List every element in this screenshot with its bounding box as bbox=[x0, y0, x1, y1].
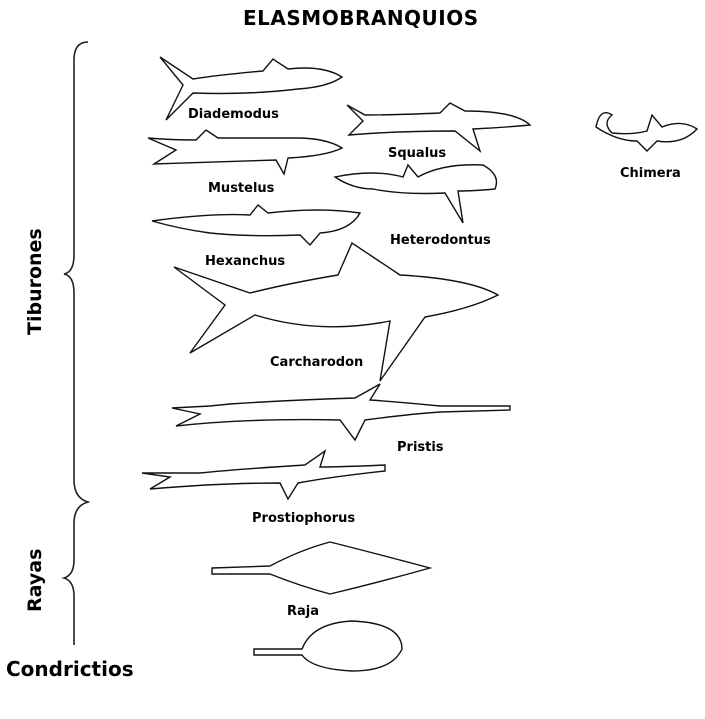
hexanchus-illustration bbox=[151, 204, 362, 247]
heterodontus-illustration bbox=[333, 163, 498, 224]
carcharodon-illustration bbox=[173, 241, 500, 382]
label-mustelus: Mustelus bbox=[208, 181, 275, 196]
mustelus-illustration bbox=[147, 129, 344, 176]
class-label-condrictios: Condrictios bbox=[6, 657, 134, 681]
diademodus-illustration bbox=[159, 56, 344, 121]
group-label-rayas: Rayas bbox=[24, 548, 46, 612]
label-squalus: Squalus bbox=[388, 146, 447, 161]
label-prostiophorus: Prostiophorus bbox=[252, 511, 356, 526]
label-diademodus: Diademodus bbox=[188, 107, 279, 122]
raja-illustration bbox=[211, 541, 433, 595]
label-chimera: Chimera bbox=[620, 166, 681, 181]
chimera-illustration bbox=[595, 112, 699, 152]
group-label-tiburones: Tiburones bbox=[24, 228, 46, 335]
prostiophorus-illustration bbox=[141, 449, 386, 501]
label-carcharodon: Carcharodon bbox=[270, 355, 364, 370]
diagram-title: ELASMOBRANQUIOS bbox=[243, 6, 479, 30]
torpedo-ray-illustration bbox=[253, 620, 403, 672]
group-brackets bbox=[61, 41, 90, 645]
squalus-illustration bbox=[346, 102, 532, 153]
label-raja: Raja bbox=[287, 604, 320, 619]
label-hexanchus: Hexanchus bbox=[205, 254, 286, 269]
label-pristis: Pristis bbox=[397, 440, 444, 455]
label-heterodontus: Heterodontus bbox=[390, 233, 491, 248]
pristis-illustration bbox=[171, 383, 511, 442]
